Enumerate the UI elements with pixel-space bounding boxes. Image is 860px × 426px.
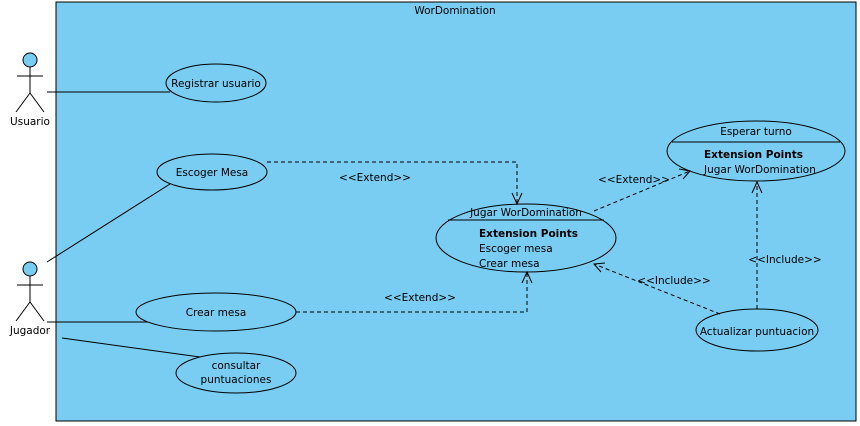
- actor-usuario-leg-right: [29, 92, 45, 113]
- usecase-crear-mesa[interactable]: Crear mesa: [135, 292, 297, 332]
- usecase-esperar-ep-header: Extension Points: [704, 149, 803, 161]
- arrowhead-icon: [511, 192, 523, 206]
- usecase-esperar-title: Esperar turno: [720, 126, 792, 138]
- arrowhead-icon: [751, 180, 763, 194]
- usecase-esperar-turno[interactable]: Esperar turno Extension Points Jugar Wor…: [666, 120, 846, 182]
- arrowhead-icon: [678, 168, 691, 180]
- actor-usuario[interactable]: Usuario: [10, 52, 50, 128]
- usecase-registrar-usuario[interactable]: Registrar usuario: [165, 63, 267, 103]
- usecase-jugar-ep-item: Escoger mesa: [479, 243, 553, 255]
- usecase-jugar-wordomination[interactable]: Jugar WorDomination Extension Points Esc…: [435, 203, 617, 273]
- usecase-escoger-mesa[interactable]: Escoger Mesa: [156, 153, 268, 191]
- actor-jugador-head: [22, 261, 38, 277]
- relation-extend-esperar-label: <<Extend>>: [598, 174, 670, 186]
- usecase-crear-label: Crear mesa: [186, 307, 247, 319]
- actor-jugador-leg-left: [15, 301, 31, 322]
- usecase-actualizar-label: Actualizar puntuacion: [700, 326, 814, 338]
- relation-extend-esperar-line: [593, 170, 691, 212]
- relation-include-jugar: <<Include>>: [592, 262, 721, 315]
- actor-usuario-leg-left: [15, 92, 31, 113]
- usecase-jugar-ep-header: Extension Points: [479, 228, 578, 240]
- system-title: WorDomination: [414, 5, 495, 17]
- relation-extend-crear-line: [296, 272, 528, 313]
- relation-include-jugar-label: <<Include>>: [637, 275, 710, 287]
- relation-extend-crear: <<Extend>>: [296, 270, 533, 313]
- usecase-consultar-label-line2: puntuaciones: [201, 374, 272, 386]
- actor-jugador-label: Jugador: [9, 325, 51, 337]
- arrowhead-icon: [592, 262, 606, 273]
- system-boundary: [55, 1, 857, 422]
- actor-usuario-head: [22, 52, 38, 68]
- usecase-consultar-label-line1: consultar: [212, 360, 261, 372]
- usecase-registrar-shape: [165, 63, 267, 103]
- usecase-actualizar-puntuacion[interactable]: Actualizar puntuacion: [695, 308, 819, 352]
- assoc-jugador-escoger: [46, 183, 171, 263]
- usecase-escoger-shape: [156, 153, 268, 191]
- usecase-consultar-shape: [175, 352, 297, 394]
- relation-include-jugar-line: [593, 263, 721, 315]
- usecase-registrar-label: Registrar usuario: [171, 78, 261, 90]
- assoc-jugador-consultar: [61, 337, 201, 358]
- relation-include-esperar-label: <<Include>>: [748, 254, 821, 266]
- usecase-consultar-puntuaciones[interactable]: consultar puntuaciones: [175, 352, 297, 394]
- arrowhead-icon: [521, 270, 533, 284]
- usecase-esperar-ep-item: Jugar WorDomination: [703, 164, 816, 176]
- usecase-jugar-shape: [435, 203, 617, 273]
- usecase-jugar-ep-item: Crear mesa: [479, 258, 540, 270]
- usecase-esperar-shape: [666, 120, 846, 182]
- relation-extend-esperar: <<Extend>>: [593, 168, 691, 212]
- relation-extend-escoger: <<Extend>>: [267, 161, 523, 206]
- relation-extend-escoger-label: <<Extend>>: [339, 172, 411, 184]
- usecase-escoger-label: Escoger Mesa: [176, 167, 249, 179]
- usecase-jugar-title: Jugar WorDomination: [469, 207, 582, 219]
- actor-jugador[interactable]: Jugador: [9, 261, 51, 337]
- relation-extend-crear-label: <<Extend>>: [384, 292, 456, 304]
- relation-include-esperar: <<Include>>: [748, 180, 822, 309]
- actor-usuario-label: Usuario: [10, 116, 50, 128]
- actor-jugador-leg-right: [29, 301, 45, 322]
